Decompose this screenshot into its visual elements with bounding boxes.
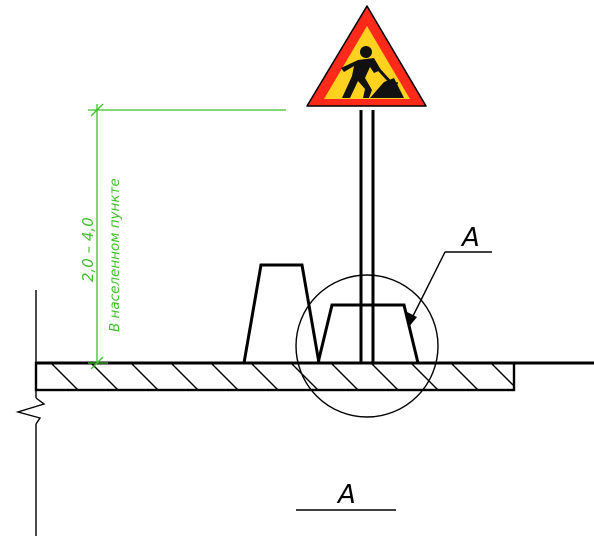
height-dimension-value: 2,0 – 4,0: [79, 217, 97, 282]
hatched-road-slab: [34, 361, 516, 392]
right-base-block: [316, 303, 420, 364]
road-works-sign-icon: [306, 5, 427, 107]
detail-leader: [407, 251, 492, 328]
height-dimension: [88, 103, 286, 370]
sign-post: [359, 110, 375, 363]
slab-hatching: [51, 364, 514, 390]
left-base-block: [242, 263, 321, 364]
left-wall-line: [15, 290, 46, 536]
detail-callout-label: A: [460, 223, 480, 253]
detail-title-label: A: [336, 480, 356, 510]
detail-circle: [295, 274, 439, 418]
height-dimension-note: В населенном пункте: [107, 178, 123, 332]
